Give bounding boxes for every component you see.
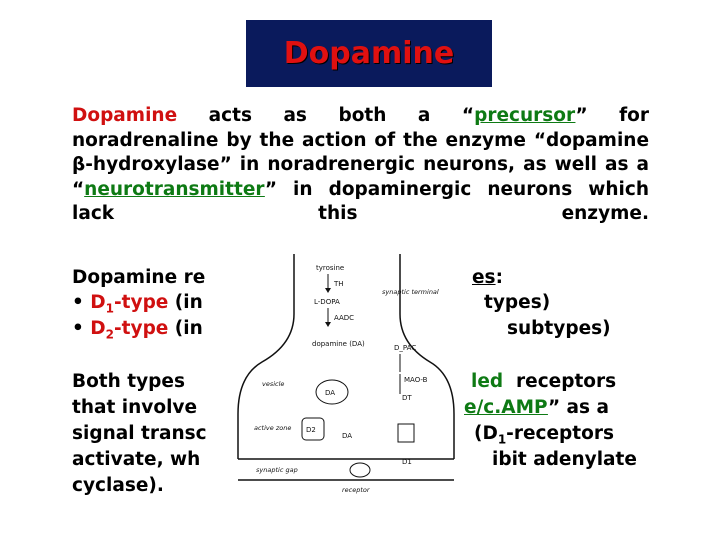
label-d2-auto: D2 xyxy=(306,426,316,434)
receptors-intro-line: Dopamine re xyxy=(72,266,205,290)
para3-line3-left: signal transc xyxy=(72,423,207,444)
synaptic-da-molecule xyxy=(349,462,371,478)
d1-tail-text: types) xyxy=(484,292,551,313)
d1-type-label: D1-type xyxy=(90,292,169,316)
para3-line2-left: that involve xyxy=(72,397,198,418)
para3-line3-right: (D1-receptors xyxy=(474,423,614,447)
label-synaptic-terminal: synaptic terminal xyxy=(382,288,439,296)
receptors-intro-text: Dopamine re xyxy=(72,267,206,288)
para3-line1-left: Both types xyxy=(72,371,185,392)
label-tyrosine: tyrosine xyxy=(316,264,344,272)
receptors-intro-colon: : xyxy=(495,267,503,288)
page-title: Dopamine xyxy=(283,36,455,71)
d2-type-label: D2-type xyxy=(90,318,169,342)
synapse-diagram: tyrosine TH L-DOPA AADC dopamine (DA) sy… xyxy=(232,254,460,494)
label-dopac: D_PAC xyxy=(394,344,416,352)
paragraph-dopamine-roles: Dopamine acts as both a “precursor” for … xyxy=(72,104,649,227)
label-da-release: DA xyxy=(342,432,352,440)
label-d1: D1 xyxy=(402,458,412,466)
label-aadc: AADC xyxy=(334,314,354,322)
camp-term: e/c.AMP xyxy=(464,397,548,418)
synapse-diagram-svg: tyrosine TH L-DOPA AADC dopamine (DA) sy… xyxy=(237,254,455,494)
d2-rest: (in xyxy=(168,318,203,339)
receptors-intro-underlined: es xyxy=(472,267,496,288)
title-box: Dopamine xyxy=(246,20,492,87)
presynaptic-outline-left xyxy=(237,254,295,459)
d1-bullet: • xyxy=(72,292,91,313)
label-vesicle: vesicle xyxy=(262,380,284,388)
para3-line5: cyclase). xyxy=(72,475,164,496)
vesicle-da: DA xyxy=(325,389,335,397)
para3-line1-right: led receptors xyxy=(471,371,617,392)
receptors-intro-tail: es: xyxy=(472,266,503,290)
label-dt: DT xyxy=(402,394,412,402)
para3-line4-left: activate, wh xyxy=(72,449,201,470)
transporter xyxy=(397,423,415,443)
d1-type-tail: types) xyxy=(484,291,550,315)
precursor-term: precursor xyxy=(474,105,576,126)
label-maob: MAO-B xyxy=(404,376,428,384)
para1-text-a: acts as both a “ xyxy=(177,105,475,126)
d2-type-tail: subtypes) xyxy=(507,317,611,341)
para1-text-b: ” for noradrenaline by the action of the… xyxy=(72,105,649,200)
coupled-term: led xyxy=(471,371,504,392)
label-active-zone: active zone xyxy=(254,424,291,432)
d2-bullet: • xyxy=(72,318,91,339)
d1-rest: (in xyxy=(168,292,203,313)
label-ldopa: L-DOPA xyxy=(314,298,340,306)
d2-autoreceptor xyxy=(301,417,325,441)
vesicle-shape xyxy=(315,379,349,405)
label-receptor: receptor xyxy=(342,486,371,494)
dopamine-word: Dopamine xyxy=(72,105,178,126)
d2-type-line: • D2-type (in xyxy=(72,317,203,347)
label-th: TH xyxy=(333,280,344,288)
para3-line4-right: ibit adenylate xyxy=(492,449,637,470)
d2-tail-text: subtypes) xyxy=(507,318,611,339)
label-synaptic-gap: synaptic gap xyxy=(256,466,298,474)
para1-text-c: ” in dopaminergic neurons which lack thi… xyxy=(72,178,649,225)
label-dopamine: dopamine (DA) xyxy=(312,340,365,348)
para3-line2-right: e/c.AMP” as a xyxy=(464,397,609,418)
d1-type-line: • D1-type (in xyxy=(72,291,203,321)
presynaptic-outline-right xyxy=(399,254,455,459)
neurotransmitter-term: neurotransmitter xyxy=(84,178,265,200)
